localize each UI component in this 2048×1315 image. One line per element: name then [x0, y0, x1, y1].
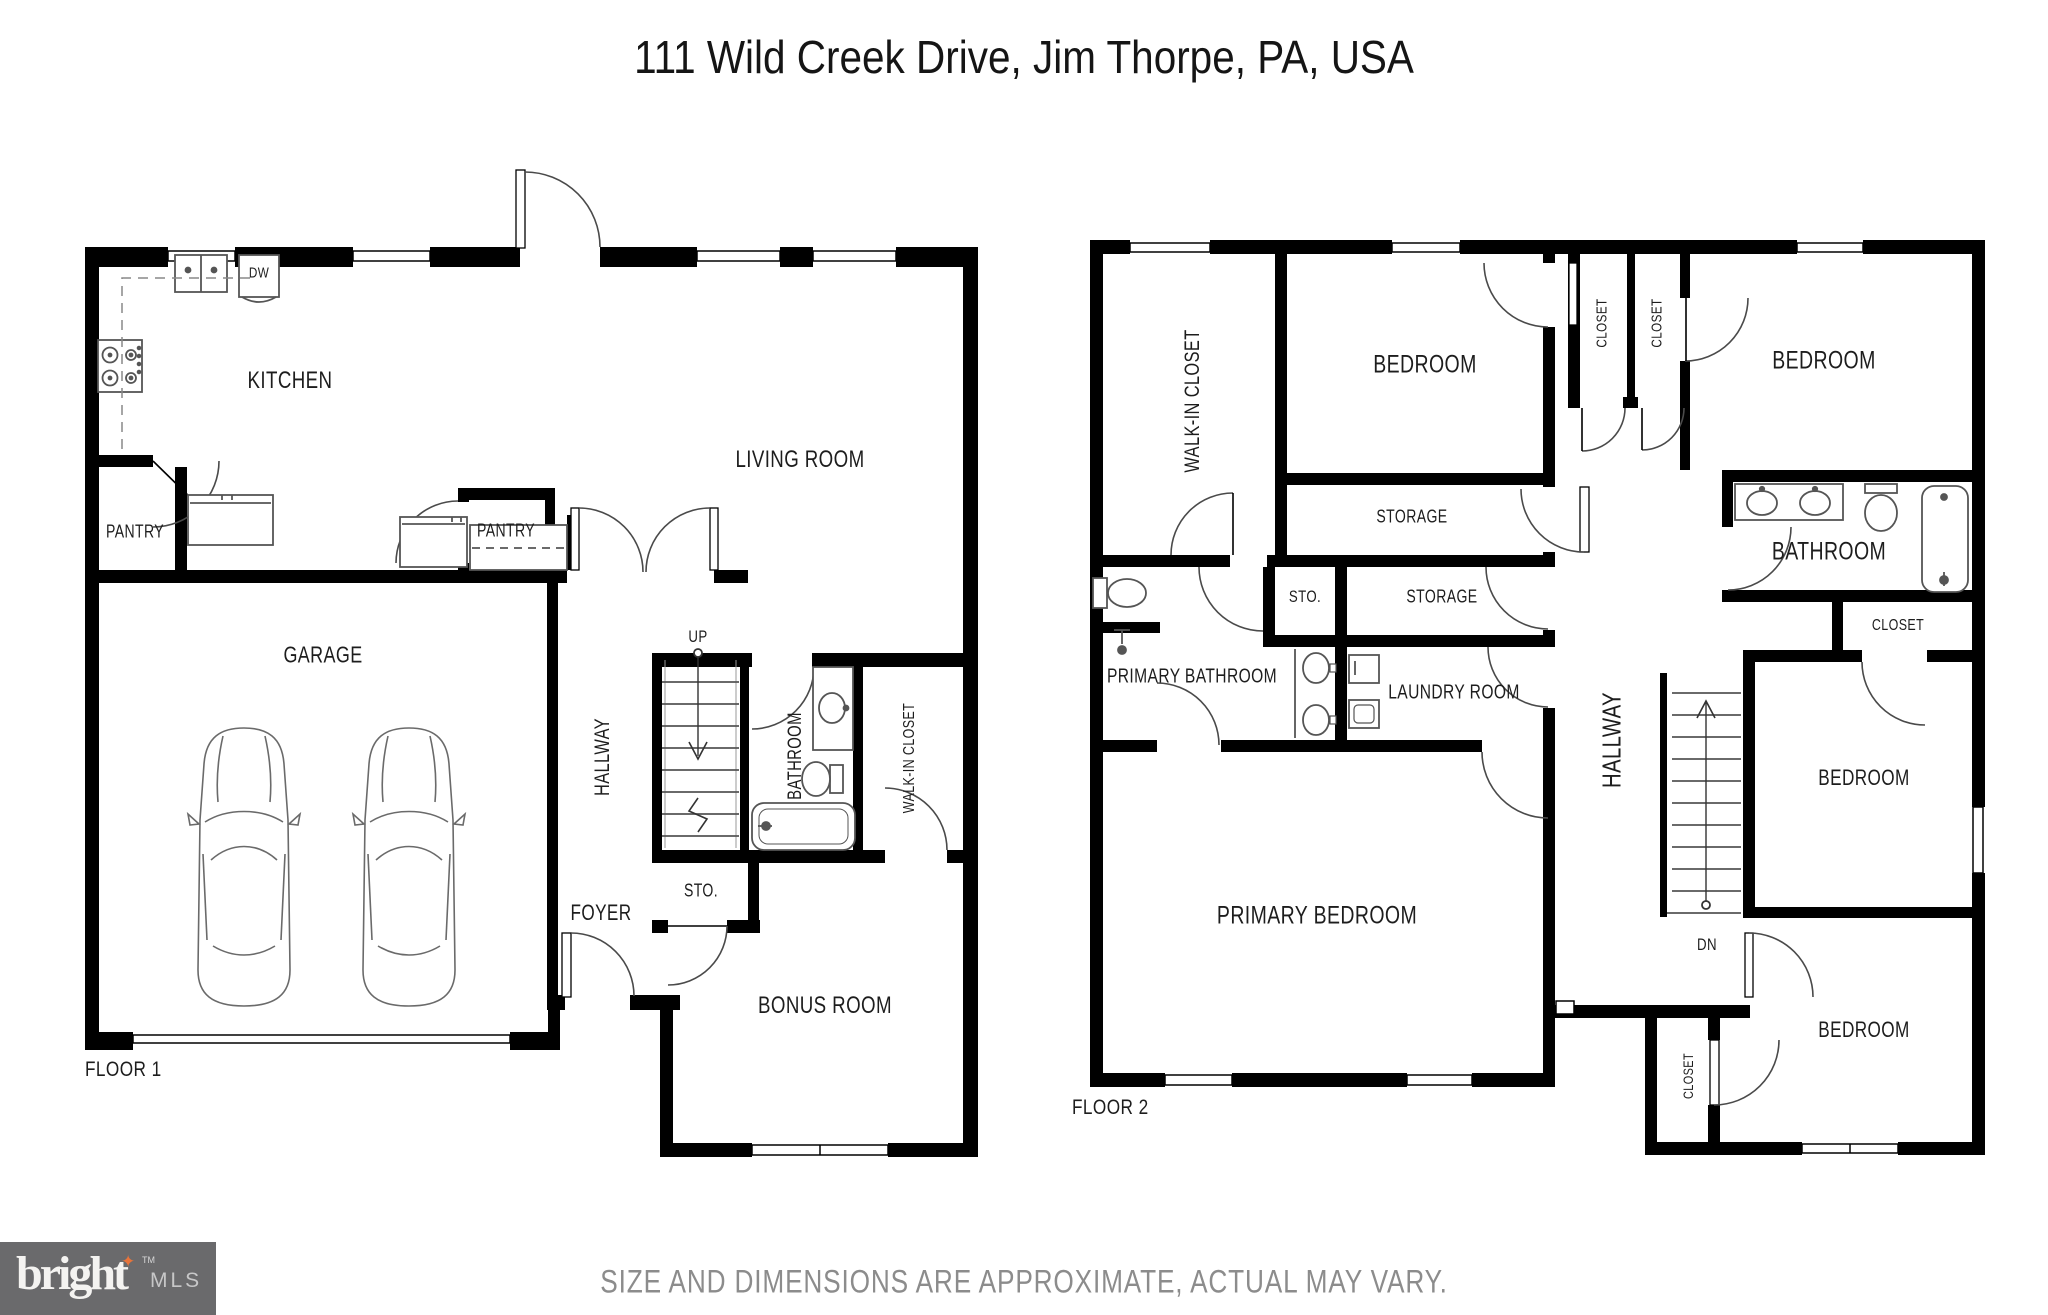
room-label-bathroom-f1: BATHROOM — [785, 712, 806, 800]
room-label-bonus-room: BONUS ROOM — [758, 992, 892, 1019]
floor1-walls — [85, 247, 978, 1157]
room-label-storage-lower: STORAGE — [1406, 586, 1478, 607]
stairs-dn-label: DN — [1697, 935, 1717, 954]
floor2-walls — [1090, 240, 1985, 1155]
room-label-walk-in-closet-f1: WALK-IN CLOSET — [901, 702, 918, 814]
floor2-plan — [1090, 240, 1985, 1155]
room-label-closet-bathroom: CLOSET — [1871, 617, 1925, 634]
room-label-closet-top-2: CLOSET — [1648, 298, 1666, 348]
floor2-label: FLOOR 2 — [1072, 1096, 1149, 1119]
room-label-storage-upper: STORAGE — [1376, 506, 1448, 527]
room-label-walk-in-closet-f2: WALK-IN CLOSET — [1181, 329, 1204, 473]
stairs-up-label: UP — [688, 627, 708, 646]
logo-wordmark: bright — [16, 1247, 129, 1300]
floor1-stairs — [662, 648, 739, 848]
logo-mls-text: MLS — [150, 1269, 203, 1292]
room-label-laundry-room: LAUNDRY ROOM — [1388, 681, 1520, 704]
room-label-bedroom-mid-right: BEDROOM — [1818, 765, 1910, 790]
brightmls-logo: bright ✦ TM MLS — [0, 1242, 216, 1315]
floor1-plan — [85, 169, 978, 1157]
logo-star-icon: ✦ — [121, 1252, 136, 1271]
floor1-garage-cars — [187, 727, 466, 1007]
room-label-living-room: LIVING ROOM — [735, 446, 865, 473]
room-label-kitchen: KITCHEN — [247, 367, 333, 394]
room-label-hallway-f1: HALLWAY — [591, 718, 614, 796]
dishwasher-label: DW — [248, 264, 270, 282]
room-label-storage-f1: STO. — [683, 880, 719, 901]
room-label-pantry-left: PANTRY — [105, 521, 165, 542]
room-label-storage-small: STO. — [1288, 587, 1322, 606]
room-label-pantry-right: PANTRY — [476, 520, 536, 541]
floor1-doors — [152, 169, 948, 998]
floor2-fixtures — [1092, 483, 1969, 738]
room-label-hallway-f2: HALLWAY — [1596, 692, 1627, 788]
room-label-bathroom-f2: BATHROOM — [1771, 537, 1887, 566]
floor2-stairs — [1660, 673, 1741, 917]
floor2-doors — [1156, 262, 1926, 1106]
floor1-kitchen-fixtures — [97, 254, 568, 571]
room-label-closet-bottom: CLOSET — [1680, 1052, 1696, 1100]
room-label-garage: GARAGE — [283, 641, 363, 668]
room-label-bedroom-top-right: BEDROOM — [1772, 346, 1876, 375]
room-label-foyer: FOYER — [570, 900, 632, 925]
disclaimer-text: SIZE AND DIMENSIONS ARE APPROXIMATE, ACT… — [600, 1263, 1448, 1300]
room-label-bedroom-top-center: BEDROOM — [1373, 350, 1477, 379]
room-label-primary-bedroom: PRIMARY BEDROOM — [1216, 901, 1418, 930]
room-label-bedroom-bottom-right: BEDROOM — [1818, 1017, 1910, 1042]
room-label-primary-bathroom: PRIMARY BATHROOM — [1106, 665, 1278, 688]
floor1-bathroom-fixtures — [751, 666, 856, 851]
room-label-closet-top-1: CLOSET — [1593, 298, 1611, 348]
logo-trademark: TM — [142, 1255, 155, 1265]
floor2-windows — [1129, 242, 1984, 1154]
floor1-label: FLOOR 1 — [85, 1058, 162, 1081]
page-title: 111 Wild Creek Drive, Jim Thorpe, PA, US… — [634, 31, 1414, 83]
